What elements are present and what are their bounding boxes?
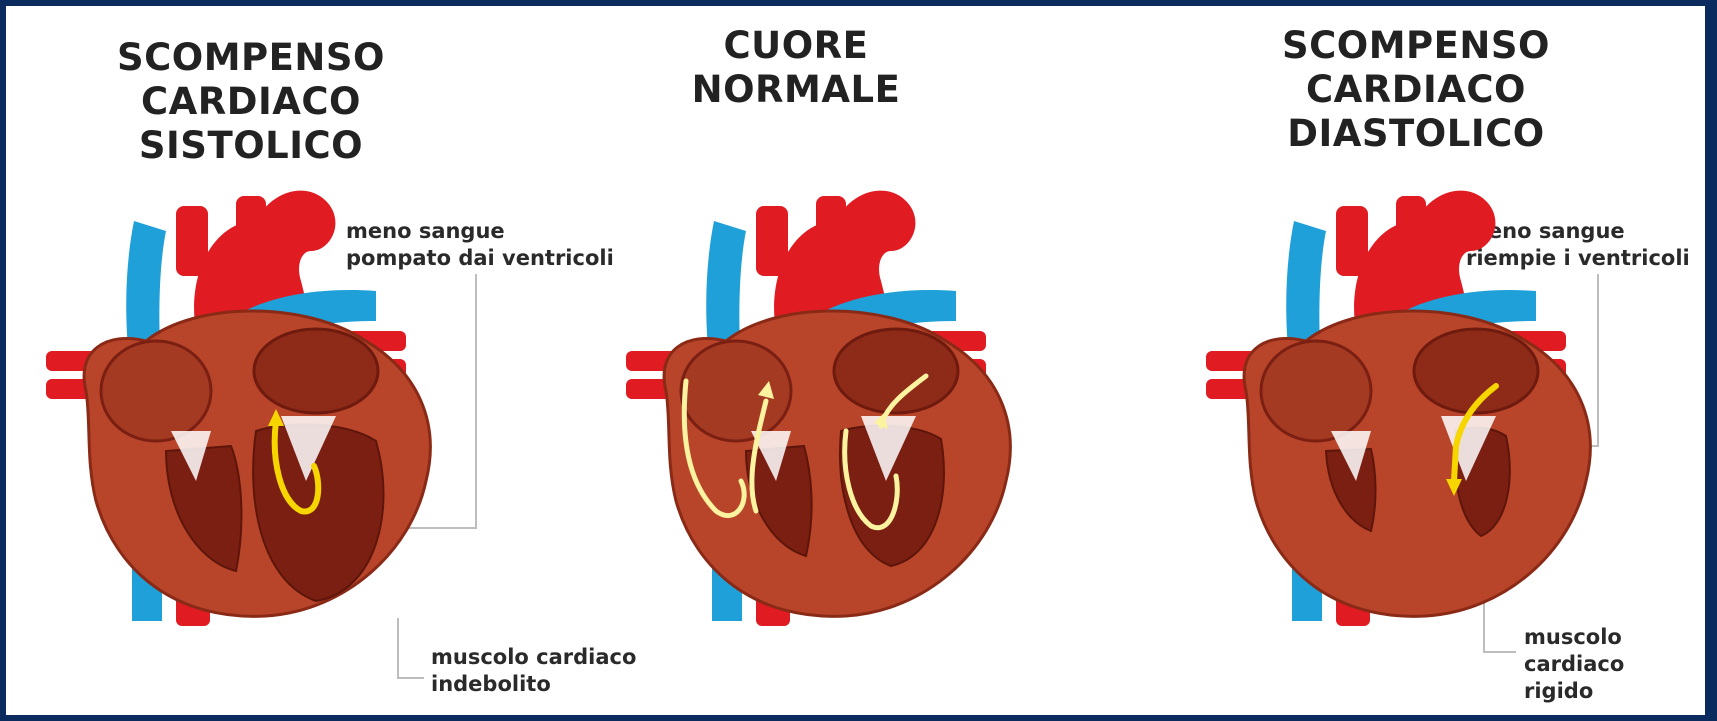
aortic-branch-1 xyxy=(1336,206,1368,276)
title-systolic: SCOMPENSO CARDIACO SISTOLICO xyxy=(16,36,486,168)
heart-systolic xyxy=(46,181,466,681)
aortic-branch-2 xyxy=(236,196,266,256)
heart-normal xyxy=(626,181,1046,681)
left-atrium xyxy=(254,329,378,413)
right-atrium xyxy=(101,341,211,441)
right-atrium xyxy=(1261,341,1371,441)
heart-diastolic xyxy=(1206,181,1626,681)
title-diastolic: SCOMPENSO CARDIACO DIASTOLICO xyxy=(1181,24,1651,156)
title-systolic-line1: SCOMPENSO CARDIACO xyxy=(16,36,486,124)
diagram-frame: SCOMPENSO CARDIACO SISTOLICO CUORE NORMA… xyxy=(6,6,1705,715)
title-normal-line1: CUORE xyxy=(626,24,966,68)
right-atrium xyxy=(681,341,791,441)
title-diastolic-line1: SCOMPENSO CARDIACO xyxy=(1181,24,1651,112)
aortic-branch-1 xyxy=(176,206,208,276)
aortic-branch-1 xyxy=(756,206,788,276)
aortic-branch-2 xyxy=(816,196,846,256)
label-diastolic-bottom-line3: rigido xyxy=(1524,678,1624,705)
title-normal: CUORE NORMALE xyxy=(626,24,966,112)
aortic-branch-2 xyxy=(1396,196,1426,256)
title-diastolic-line2: DIASTOLICO xyxy=(1181,112,1651,156)
title-systolic-line2: SISTOLICO xyxy=(16,124,486,168)
title-normal-line2: NORMALE xyxy=(626,68,966,112)
